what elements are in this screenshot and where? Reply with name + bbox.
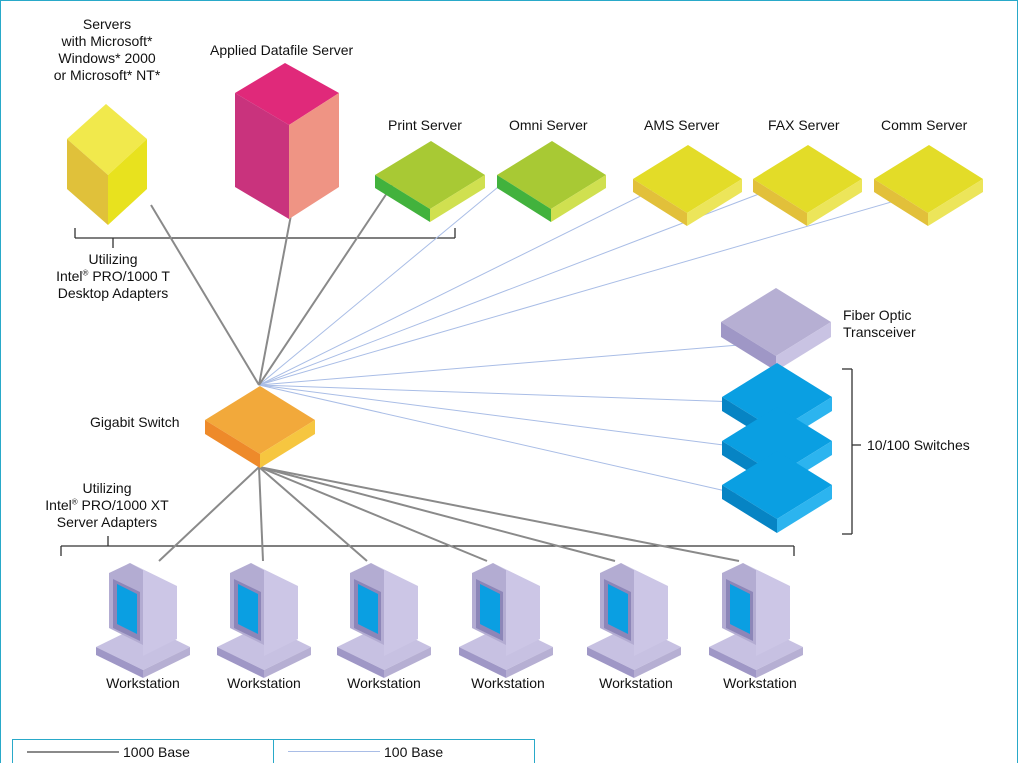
comm-server-box — [874, 145, 983, 226]
workstation-icon-5 — [587, 563, 681, 678]
links-1000-base — [150, 183, 740, 562]
utilizing-server-adapters-label: Utilizing Intel® PRO/1000 XT Server Adap… — [45, 480, 169, 530]
applied-datafile-server-cube — [235, 63, 339, 219]
utilizing-desktop-adapters-label: Utilizing Intel® PRO/1000 T Desktop Adap… — [56, 251, 170, 301]
workstation-label-4: Workstation — [471, 675, 545, 691]
gigabit-switch-box — [205, 386, 315, 468]
workstation-label-1: Workstation — [106, 675, 180, 691]
applied-datafile-server-label: Applied Datafile Server — [210, 42, 354, 58]
servers-bracket — [74, 228, 456, 248]
print-server-box — [375, 141, 485, 222]
switches-bracket — [842, 368, 861, 535]
workstation-icon-4 — [459, 563, 553, 678]
legend-1000-base-label: 1000 Base — [123, 744, 190, 760]
ams-server-label: AMS Server — [644, 117, 720, 133]
fiber-optic-transceiver-box — [721, 288, 831, 371]
comm-server-label: Comm Server — [881, 117, 968, 133]
workstation-label-6: Workstation — [723, 675, 797, 691]
servers-windows-cube — [67, 104, 147, 225]
workstation-label-5: Workstation — [599, 675, 673, 691]
workstation-label-2: Workstation — [227, 675, 301, 691]
workstation-icon-2 — [217, 563, 311, 678]
switch-10-100-3 — [722, 451, 832, 533]
legend-100-base: 100 Base — [273, 739, 535, 763]
omni-server-label: Omni Server — [509, 117, 588, 133]
fax-server-label: FAX Server — [768, 117, 840, 133]
workstation-label-3: Workstation — [347, 675, 421, 691]
print-server-label: Print Server — [388, 117, 462, 133]
workstation-icon-6 — [709, 563, 803, 678]
workstation-icon-3 — [337, 563, 431, 678]
legend-1000-base: 1000 Base — [12, 739, 274, 763]
switches-10-100-label: 10/100 Switches — [867, 437, 970, 453]
fax-server-box — [753, 145, 862, 226]
workstation-icon-1 — [96, 563, 190, 678]
omni-server-box — [497, 141, 606, 222]
legend-100-base-swatch — [288, 751, 380, 752]
fiber-optic-transceiver-label: Fiber Optic Transceiver — [843, 307, 916, 340]
workstations-bracket — [60, 536, 795, 556]
ams-server-box — [633, 145, 742, 226]
gigabit-switch-label: Gigabit Switch — [90, 414, 180, 430]
legend-100-base-label: 100 Base — [384, 744, 444, 760]
legend-1000-base-swatch — [27, 751, 119, 753]
servers-windows-label: Servers with Microsoft* Windows* 2000 or… — [53, 16, 161, 83]
